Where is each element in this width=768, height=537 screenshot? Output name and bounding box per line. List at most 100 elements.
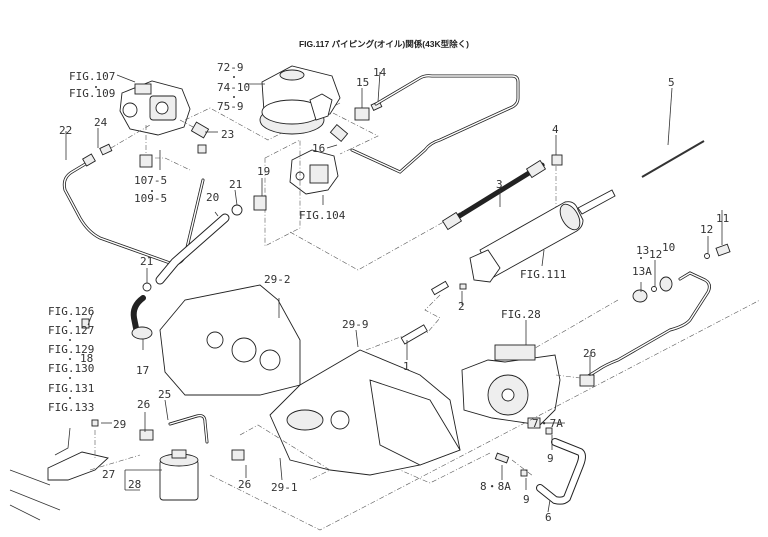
- label-20: 20: [206, 191, 219, 204]
- leader-lines: [54, 71, 723, 513]
- label-26-left: 26: [137, 398, 150, 411]
- separator-dot: [69, 320, 71, 322]
- label-109-5: 109-5: [134, 192, 167, 205]
- label-28: 28: [128, 478, 141, 491]
- label-27: 27: [102, 468, 115, 481]
- label-26-middle: 26: [238, 478, 251, 491]
- clamp-21-upper: [231, 204, 243, 216]
- separator-dot: [69, 397, 71, 399]
- figure-title: FIG.117 パイピング(オイル)関係(43K型除く): [298, 39, 470, 49]
- label-12-left: 12: [649, 248, 662, 261]
- separator-dot: [151, 190, 153, 192]
- label-22: 22: [59, 124, 72, 137]
- bolt-29: [91, 419, 99, 427]
- label-107-5: 107-5: [134, 174, 167, 187]
- separator-dot: [95, 86, 97, 88]
- pin-1: [400, 324, 428, 345]
- label-10: 10: [662, 241, 675, 254]
- label-24: 24: [94, 116, 108, 129]
- label-fig129[interactable]: FIG.129: [48, 343, 94, 356]
- label-18: 18: [80, 352, 93, 365]
- fitting-26-left: [139, 429, 154, 441]
- washer-12a: [651, 286, 657, 292]
- label-fig126[interactable]: FIG.126: [48, 305, 94, 318]
- label-5: 5: [668, 76, 675, 89]
- label-1: 1: [403, 360, 410, 373]
- part-107-5: [139, 154, 153, 168]
- hose-3: [445, 162, 545, 226]
- power-steering-cylinder: [469, 189, 616, 283]
- fitting-26-middle: [231, 449, 245, 461]
- separator-dot: [69, 377, 71, 379]
- nut-2: [459, 283, 467, 290]
- separator-dot: [233, 96, 235, 98]
- label-fig130[interactable]: FIG.130: [48, 362, 94, 375]
- label-14: 14: [373, 66, 387, 79]
- label-23: 23: [221, 128, 234, 141]
- label-25: 25: [158, 388, 171, 401]
- label-9-upper: 9: [547, 452, 554, 465]
- clamp-9-lower: [520, 469, 528, 477]
- label-4: 4: [552, 123, 559, 136]
- pipe-25: [168, 414, 209, 444]
- separator-dot: [69, 358, 71, 360]
- hydraulic-valve-assembly: [119, 80, 191, 136]
- elbow-4: [551, 154, 563, 166]
- elbow-16: [329, 124, 349, 142]
- elbow-26-right: [579, 374, 595, 387]
- washer-12b: [704, 253, 710, 259]
- label-29-9: 29-9: [342, 318, 369, 331]
- fitting-13: [632, 289, 648, 303]
- clamp-21-lower: [142, 282, 152, 292]
- label-17: 17: [136, 364, 149, 377]
- rod-5: [641, 140, 705, 178]
- label-fig133[interactable]: FIG.133: [48, 401, 94, 414]
- label-9-lower: 9: [523, 493, 530, 506]
- elbow-23: [190, 121, 210, 139]
- label-2: 2: [458, 300, 465, 313]
- label-fig104[interactable]: FIG.104: [299, 209, 346, 222]
- transmission-case-29-2: [159, 284, 301, 396]
- hydraulic-pump-fig28: [461, 344, 561, 426]
- label-21-lower: 21: [140, 255, 153, 268]
- fitting-8: [494, 452, 510, 464]
- transmission-case-29-1: [269, 349, 461, 476]
- label-fig109[interactable]: FIG.109: [69, 87, 115, 100]
- bolt-11: [715, 243, 731, 257]
- pipe-14: [350, 74, 520, 174]
- flange-17: [131, 326, 153, 340]
- separator-dot: [233, 76, 235, 78]
- label-29-1: 29-1: [271, 481, 298, 494]
- label-fig107[interactable]: FIG.107: [69, 70, 115, 83]
- label-29: 29: [113, 418, 126, 431]
- bracket: [47, 451, 109, 481]
- label-fig127[interactable]: FIG.127: [48, 324, 94, 337]
- label-3: 3: [496, 178, 503, 191]
- label-16: 16: [312, 142, 325, 155]
- label-fig111[interactable]: FIG.111: [520, 268, 566, 281]
- fitting-22: [82, 153, 96, 167]
- label-15: 15: [356, 76, 369, 89]
- label-fig131[interactable]: FIG.131: [48, 382, 94, 395]
- label-13a: 13A: [632, 265, 652, 278]
- elbow-19: [253, 195, 267, 211]
- pump-assembly: [259, 65, 341, 135]
- label-74-10: 74-10: [217, 81, 250, 94]
- fitting-23-nut: [197, 144, 207, 154]
- label-29-2: 29-2: [264, 273, 291, 286]
- label-13: 13: [636, 244, 649, 257]
- oil-filter: [159, 449, 199, 501]
- label-fig28[interactable]: FIG.28: [501, 308, 541, 321]
- label-11: 11: [716, 212, 729, 225]
- pipe-17: [130, 295, 146, 331]
- label-19: 19: [257, 165, 270, 178]
- label-12-right: 12: [700, 223, 713, 236]
- banjo-10: [659, 276, 673, 292]
- pipe-10: [583, 271, 711, 380]
- label-21-upper: 21: [229, 178, 242, 191]
- gear-pump-fig104: [289, 149, 339, 195]
- label-7-7a: 7・7A: [532, 417, 563, 430]
- label-6: 6: [545, 511, 552, 524]
- label-8-8a: 8・8A: [480, 480, 511, 493]
